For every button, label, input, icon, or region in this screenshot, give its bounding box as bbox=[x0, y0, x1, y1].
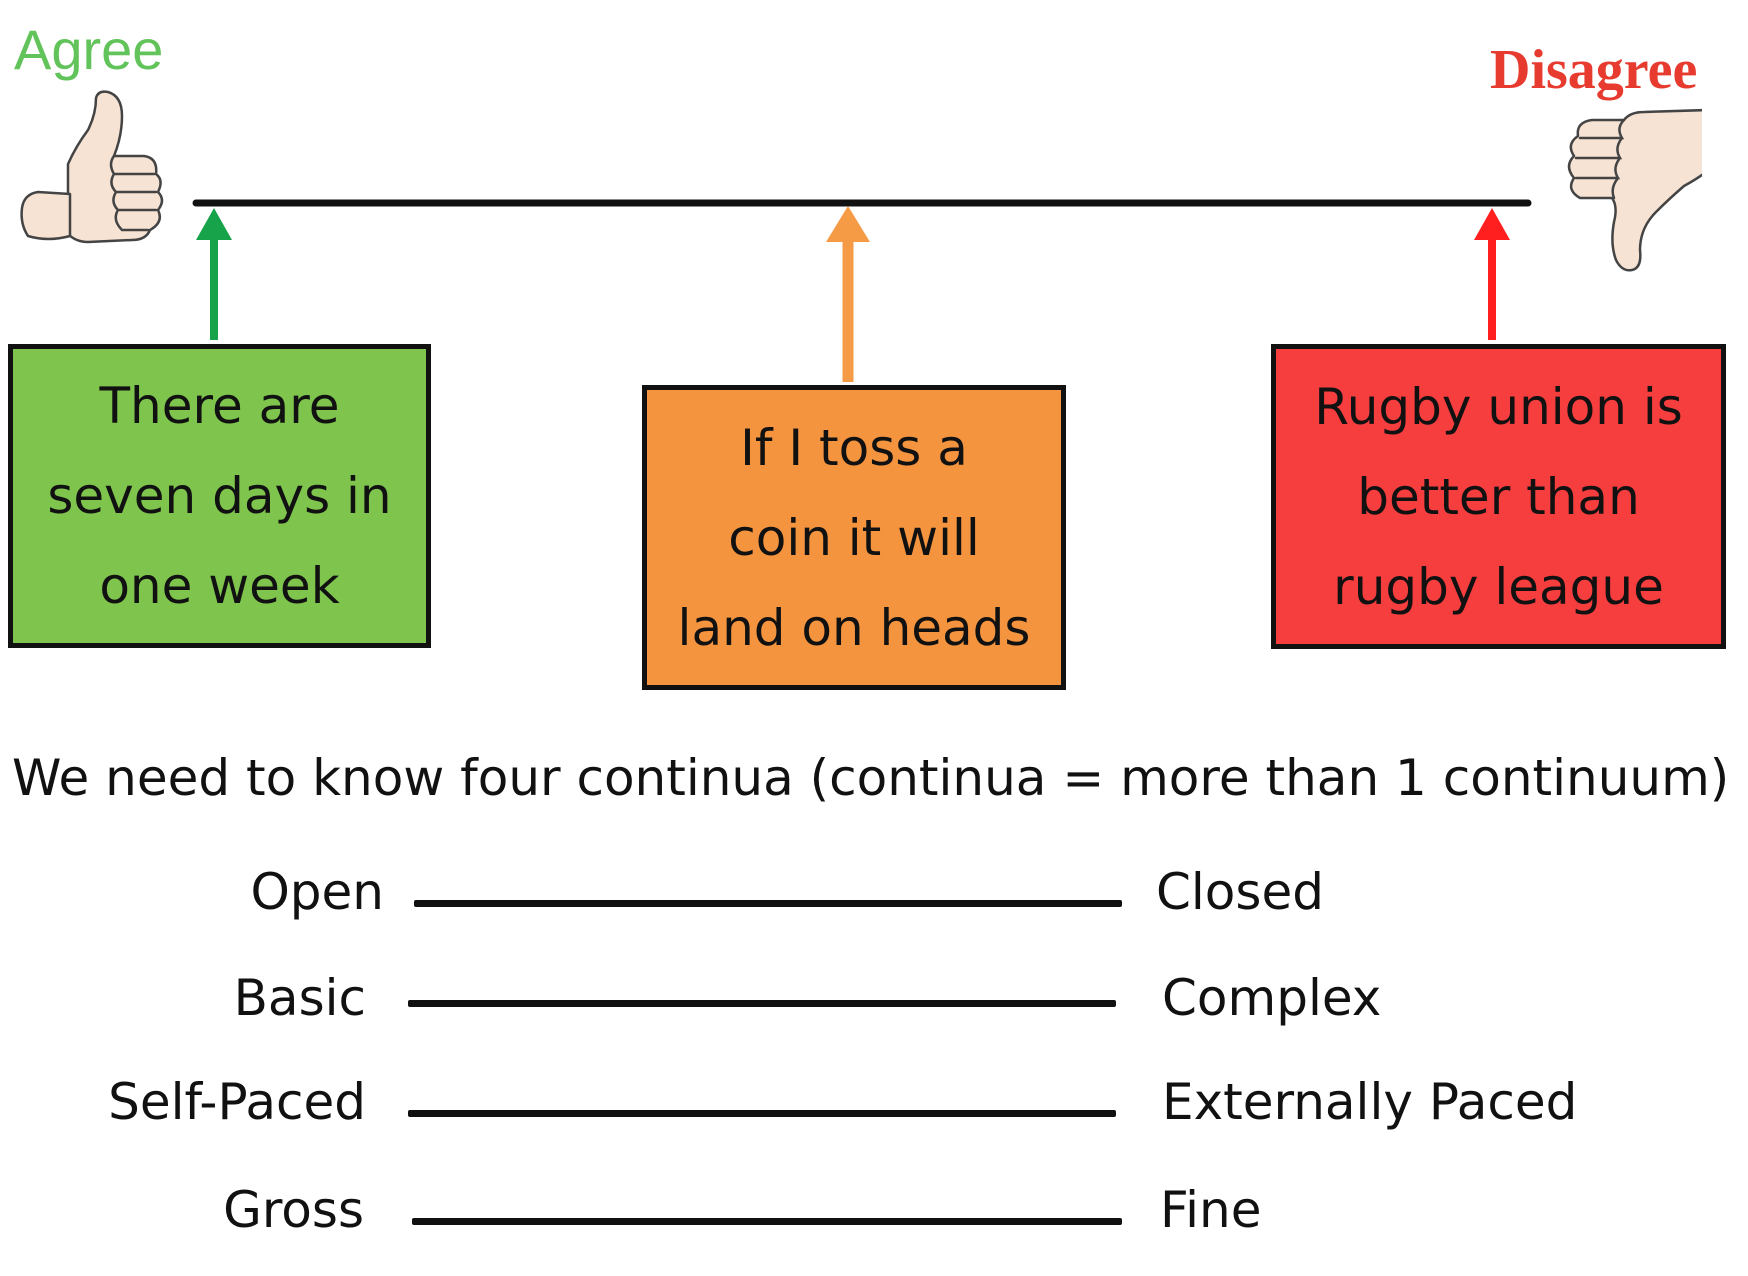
arrow-disagree bbox=[1474, 208, 1510, 340]
thumbs-down-icon bbox=[1567, 108, 1702, 272]
continuum-line-1 bbox=[414, 900, 1122, 907]
arrow-agree bbox=[196, 208, 232, 340]
continuum-open-label: Open bbox=[250, 863, 384, 921]
agree-label: Agree bbox=[14, 18, 164, 81]
statement-box-agree: There are seven days in one week bbox=[8, 344, 431, 648]
continuum-complex-label: Complex bbox=[1162, 969, 1382, 1027]
thumbs-up-icon bbox=[20, 90, 164, 244]
continuum-basic-label: Basic bbox=[233, 969, 366, 1027]
statement-box-disagree: Rugby union is better than rugby league bbox=[1271, 344, 1726, 649]
disagree-label: Disagree bbox=[1490, 39, 1698, 101]
continuum-line-3 bbox=[408, 1110, 1116, 1117]
statement-box-neutral: If I toss a coin it will land on heads bbox=[642, 385, 1066, 690]
continuum-self-paced-label: Self-Paced bbox=[108, 1073, 366, 1131]
continuum-externally-paced-label: Externally Paced bbox=[1162, 1073, 1578, 1131]
agreement-scale bbox=[192, 199, 1532, 382]
continuum-line-4 bbox=[412, 1218, 1122, 1225]
continuum-closed-label: Closed bbox=[1156, 863, 1324, 921]
arrow-neutral bbox=[826, 206, 870, 382]
continuum-line-2 bbox=[408, 1000, 1116, 1007]
continua-intro: We need to know four continua (continua … bbox=[12, 749, 1730, 807]
continuum-fine-label: Fine bbox=[1160, 1181, 1262, 1239]
continuum-gross-label: Gross bbox=[223, 1181, 364, 1239]
